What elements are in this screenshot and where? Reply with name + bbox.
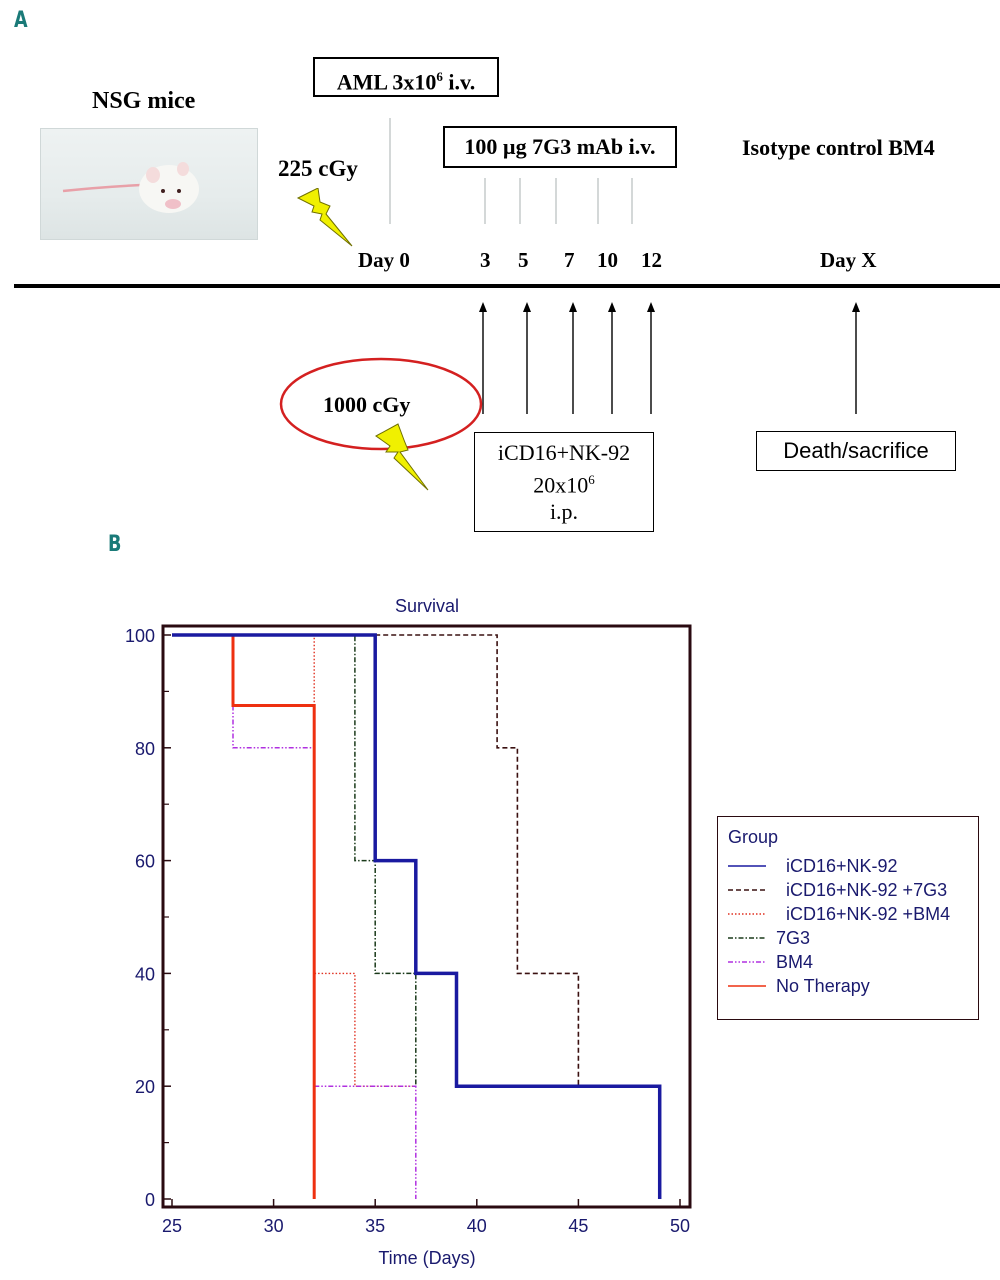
plot-frame [161, 624, 692, 1209]
mab-dose-marker [597, 178, 599, 224]
nk-box-line3: i.p. [549, 499, 579, 525]
legend-item: 7G3 [728, 927, 810, 949]
nk-cells-box: iCD16+NK-92 20x106 i.p. [474, 432, 654, 532]
chart-legend: Group iCD16+NK-92 iCD16+NK-92 +7G3 iCD16+N… [717, 816, 979, 1020]
x-tick-label: 25 [162, 1216, 182, 1236]
x-tick-label: 50 [670, 1216, 690, 1236]
legend-swatch [728, 865, 766, 867]
x-tick-label: 40 [467, 1216, 487, 1236]
x-tick-label: 45 [568, 1216, 588, 1236]
death-sacrifice-box: Death/sacrifice [756, 431, 956, 471]
series-line-no-therapy [172, 633, 316, 1199]
panel-a-label: A [14, 8, 28, 33]
arrows-layer [479, 302, 860, 414]
legend-label: 7G3 [776, 927, 811, 948]
mab-dose-marker [519, 178, 521, 224]
aml-box-suffix: i.v. [442, 69, 476, 95]
y-tick-label: 80 [135, 739, 155, 759]
y-tick-label: 60 [135, 852, 155, 872]
nk-box-line2: 20x106 [475, 466, 653, 498]
day0-label: Day 0 [358, 248, 410, 272]
aml-injection-box: AML 3x106 i.v. [313, 57, 499, 97]
lightning-icon [296, 188, 353, 247]
dose-day-label: 3 [480, 248, 491, 272]
legend-item: iCD16+NK-92 +7G3 [728, 879, 947, 901]
nk-box-dose: 20x10 [533, 472, 589, 498]
mouse-caption: NSG mice [92, 88, 196, 114]
mouse-photo [40, 128, 258, 240]
legend-label: BM4 [776, 951, 814, 972]
lightning-icon [375, 423, 429, 491]
dose-day-label: 5 [518, 248, 529, 272]
y-tick-label: 0 [145, 1190, 155, 1210]
aml-box-sup: 6 [436, 69, 443, 84]
legend-item: No Therapy [728, 975, 870, 997]
aml-box-text: AML 3x10 [336, 69, 437, 95]
y-tick-label: 100 [125, 626, 155, 646]
chart-title: Survival [395, 596, 459, 616]
irradiation-high-label: 1000 cGy [323, 392, 411, 417]
mouse-icon [62, 162, 199, 213]
y-tick-label: 20 [135, 1077, 155, 1097]
legend-label: iCD16+NK-92 +7G3 [786, 879, 948, 900]
mab-dose-marker [555, 178, 557, 224]
nk-box-sup: 6 [588, 472, 595, 487]
legend-swatch [728, 937, 766, 939]
legend-label: iCD16+NK-92 +BM4 [786, 903, 951, 924]
legend-label: No Therapy [776, 975, 870, 996]
mab-dose-marker [484, 178, 486, 224]
mab-dose-marker [631, 178, 633, 224]
legend-item: iCD16+NK-92 +BM4 [728, 903, 950, 925]
dose-day-label: 7 [564, 248, 575, 272]
y-tick-label: 40 [135, 964, 155, 984]
timeline-axis [14, 284, 1000, 288]
legend-label: iCD16+NK-92 [786, 855, 898, 876]
legend-item: BM4 [728, 951, 813, 973]
legend-title: Group [728, 827, 779, 847]
x-tick-label: 35 [365, 1216, 385, 1236]
panel-b-label: B [108, 532, 122, 557]
series-line-bm4 [232, 705, 417, 1199]
series-line-icd16-nk-92 [172, 633, 662, 1199]
irradiation-low-label: 225 cGy [278, 156, 358, 181]
legend-swatch [728, 889, 766, 891]
legend-swatch [728, 961, 766, 963]
dose-day-label: 12 [641, 248, 662, 272]
dayx-label: Day X [820, 248, 877, 272]
mab-injection-box: 100 µg 7G3 mAb i.v. [443, 126, 677, 168]
day0-marker [389, 118, 391, 224]
x-tick-label: 30 [264, 1216, 284, 1236]
legend-item: iCD16+NK-92 [728, 855, 898, 877]
legend-swatch [728, 985, 766, 987]
series-line-icd16-nk-92-7g3 [375, 634, 660, 1087]
nk-box-line1: iCD16+NK-92 [497, 440, 631, 465]
legend-swatch [728, 913, 766, 915]
dose-day-label: 10 [597, 248, 618, 272]
highlight-ellipse [279, 357, 483, 451]
isotype-control-label: Isotype control BM4 [742, 135, 935, 160]
x-axis-label: Time (Days) [378, 1248, 475, 1268]
irradiation-high-group [279, 357, 483, 491]
